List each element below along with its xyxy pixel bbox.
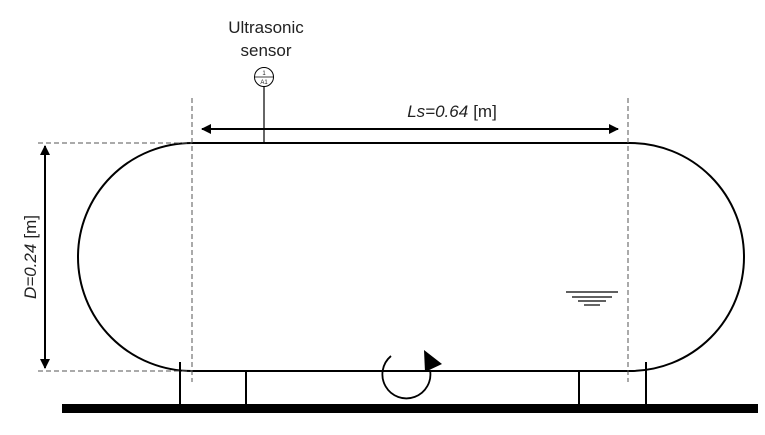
support-legs (179, 362, 647, 405)
ultrasonic-sensor: Ultrasonic sensor 1 A1 (228, 18, 304, 143)
diameter-unit: [m] (21, 215, 40, 239)
length-reference-lines (191, 98, 629, 382)
diameter-dimension-label: D=0.24 [m] (21, 215, 40, 299)
length-unit: [m] (473, 102, 497, 121)
length-dimension-label: Ls=0.64 [m] (407, 102, 497, 121)
sensor-tag-top: 1 (262, 71, 266, 77)
length-value: Ls=0.64 (407, 102, 468, 121)
sensor-tag-bottom: A1 (260, 80, 268, 86)
diameter-reference-lines (38, 142, 192, 372)
ground-base (62, 404, 758, 413)
diameter-value: D=0.24 (21, 244, 40, 299)
tank-body (77, 142, 745, 372)
rotation-arrow-icon (381, 350, 442, 400)
sensor-title-line1: Ultrasonic (228, 18, 304, 37)
sensor-title-line2: sensor (240, 41, 291, 60)
water-level-icon (566, 291, 618, 306)
